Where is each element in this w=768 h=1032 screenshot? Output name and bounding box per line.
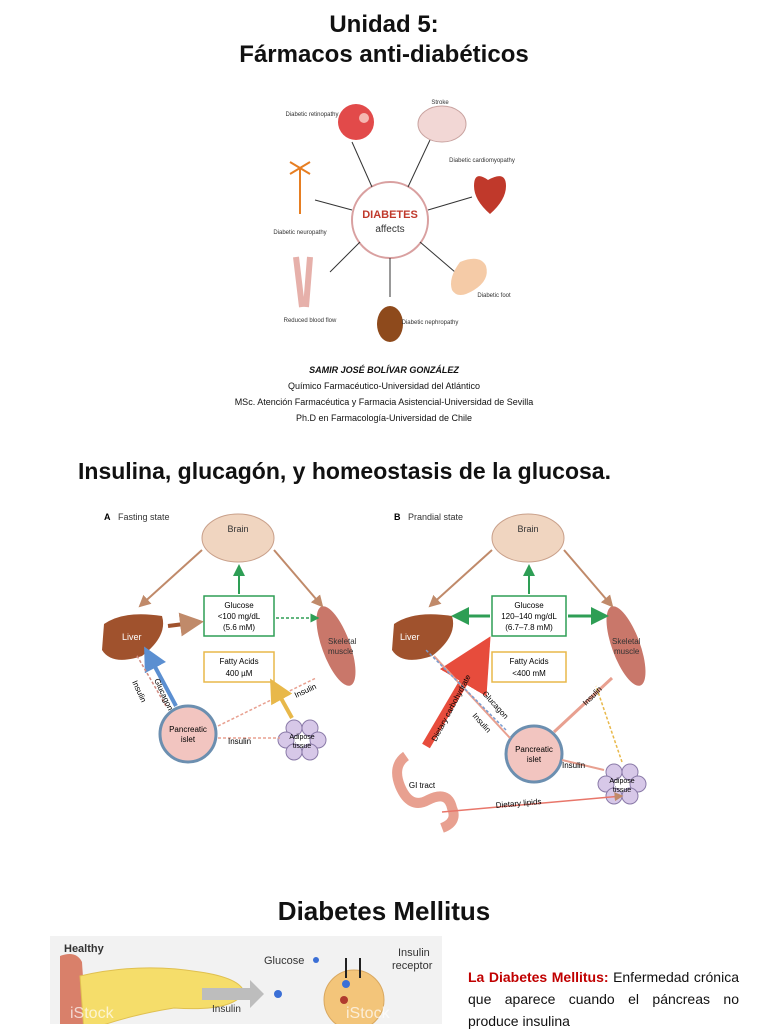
- adipose-label-2: tissue: [293, 743, 311, 750]
- glucose-mm: (6.7–7.8 mM): [505, 623, 553, 632]
- fa-label: Fatty Acids: [509, 657, 548, 666]
- neuron-icon: [289, 161, 311, 214]
- glucose-molecule-icon: [313, 957, 319, 963]
- center-line2: affects: [375, 224, 404, 235]
- nephropathy-label: Diabetic nephropathy: [402, 320, 459, 326]
- fatty-acids-box: [491, 651, 567, 683]
- unit-title: Unidad 5:: [329, 11, 439, 38]
- brain-label: Brain: [517, 524, 538, 534]
- brain-icon: [417, 105, 467, 143]
- insulin-label-1: Insulin: [130, 679, 148, 704]
- gi-label: GI tract: [409, 781, 436, 790]
- glucose-label: Glucose: [224, 601, 254, 610]
- legs-icon: [293, 256, 313, 308]
- adipose-icon: [597, 763, 647, 805]
- duodenum-icon: [60, 954, 86, 1024]
- insulin-label-3: Insulin: [562, 761, 585, 770]
- fa-value: <400 mM: [512, 669, 546, 678]
- author-name: SAMIR JOSÉ BOLÍVAR GONZÁLEZ: [309, 365, 459, 375]
- glucose-value: <100 mg/dL: [218, 612, 261, 621]
- healthy-pancreas-figure: Healthy iStock Insulin Glucose iStock In…: [50, 936, 442, 1024]
- section-title: Insulina, glucagón, y homeostasis de la …: [78, 458, 611, 484]
- glucose-box: [203, 595, 275, 637]
- arrow-icon: [202, 980, 264, 1008]
- author-line1: Químico Farmacéutico-Universidad del Atl…: [287, 381, 481, 391]
- foot-label: Diabetic foot: [477, 293, 511, 299]
- insulin-receptor-label-2: receptor: [392, 960, 433, 972]
- islet-label-2: islet: [527, 755, 542, 764]
- eye-icon: [338, 104, 374, 140]
- prandial-title: Prandial state: [408, 512, 463, 522]
- stroke-label: Stroke: [431, 100, 449, 106]
- islet-icon: [504, 724, 564, 784]
- adipose-label-2: tissue: [613, 787, 631, 794]
- muscle-label-2: muscle: [614, 647, 640, 656]
- affect-arrows: [314, 139, 473, 297]
- watermark-2: iStock: [346, 1005, 391, 1022]
- muscle-icon: [606, 606, 646, 686]
- fatty-acids-box: [203, 651, 275, 683]
- fa-label: Fatty Acids: [219, 657, 258, 666]
- muscle-icon: [316, 606, 356, 686]
- retinopathy-label: Diabetic retinopathy: [285, 112, 338, 118]
- dietary-carb-label: Dietary carbohydrate: [430, 673, 473, 743]
- diabetes-affects-diagram: DIABETES affects Diabetic retinopathy St…: [273, 100, 515, 342]
- glucose-box: [491, 595, 567, 637]
- blood-flow-label: Reduced blood flow: [284, 318, 337, 324]
- islet-icon: [158, 704, 218, 764]
- cell-icon: [323, 969, 385, 1024]
- islet-label-1: Pancreatic: [515, 745, 553, 754]
- subject-title: Fármacos anti-diabéticos: [239, 41, 529, 68]
- glucose-value: 120–140 mg/dL: [501, 612, 557, 621]
- islet-label-1: Pancreatic: [169, 725, 207, 734]
- dm-title: Diabetes Mellitus: [277, 896, 491, 926]
- prandial-state-diagram: B Prandial state Brain Liver Skeletal mu…: [392, 512, 647, 833]
- insulin-label-2: Insulin: [581, 685, 604, 708]
- adipose-label-1: Adipose: [289, 734, 314, 741]
- foot-icon: [451, 258, 487, 295]
- dm-term: La Diabetes Mellitus:: [468, 969, 609, 985]
- adipose-icon: [277, 719, 327, 761]
- panel-a-letter: A: [104, 512, 111, 522]
- brain-icon: [201, 513, 275, 563]
- dietary-lipids-label: Dietary lipids: [495, 797, 541, 810]
- muscle-label-2: muscle: [328, 647, 354, 656]
- liver-label: Liver: [122, 632, 142, 642]
- brain-icon: [491, 513, 565, 563]
- insulin-molecule-icon: [274, 990, 282, 998]
- cardiomyopathy-label: Diabetic cardiomyopathy: [449, 158, 515, 164]
- dm-definition: La Diabetes Mellitus: Enfermedad crónica…: [468, 966, 739, 1032]
- muscle-label-1: Skeletal: [612, 637, 641, 646]
- receptor-icon: [345, 958, 361, 978]
- adipose-label-1: Adipose: [609, 778, 634, 785]
- insulin-receptor-label-1: Insulin: [398, 947, 430, 959]
- liver-label: Liver: [400, 632, 420, 642]
- brain-label: Brain: [227, 524, 248, 534]
- author-line2: MSc. Atención Farmacéutica y Farmacia As…: [234, 397, 534, 407]
- insulin-arrow-label: Insulin: [212, 1004, 241, 1015]
- neuropathy-label: Diabetic neuropathy: [273, 230, 326, 236]
- gi-tract-icon: [392, 751, 459, 833]
- author-line3: Ph.D en Farmacología-Universidad de Chil…: [295, 413, 473, 423]
- heart-icon: [474, 176, 506, 214]
- fasting-title: Fasting state: [118, 512, 170, 522]
- panel-b-letter: B: [394, 512, 401, 522]
- fa-value: 400 µM: [226, 669, 253, 678]
- author-block: SAMIR JOSÉ BOLÍVAR GONZÁLEZ Químico Farm…: [0, 362, 768, 426]
- glucagon-label: Glucagon: [481, 689, 511, 720]
- liver-icon: [392, 614, 454, 660]
- healthy-label: Healthy: [64, 943, 105, 955]
- insulin-label-3: Insulin: [228, 737, 251, 746]
- page-title: Unidad 5: Fármacos anti-diabéticos: [0, 10, 768, 70]
- glucose-mm: (5.6 mM): [223, 623, 255, 632]
- glucose-label: Glucose: [514, 601, 544, 610]
- watermark-1: iStock: [70, 1005, 115, 1022]
- center-line1: DIABETES: [362, 209, 418, 221]
- glucose-label: Glucose: [264, 955, 304, 967]
- islet-label-2: islet: [181, 735, 196, 744]
- fasting-state-diagram: A Fasting state Brain Liver Skeletal mus…: [102, 512, 357, 764]
- muscle-label-1: Skeletal: [328, 637, 357, 646]
- insulin-label-2: Insulin: [293, 682, 318, 700]
- kidney-icon: [377, 306, 403, 342]
